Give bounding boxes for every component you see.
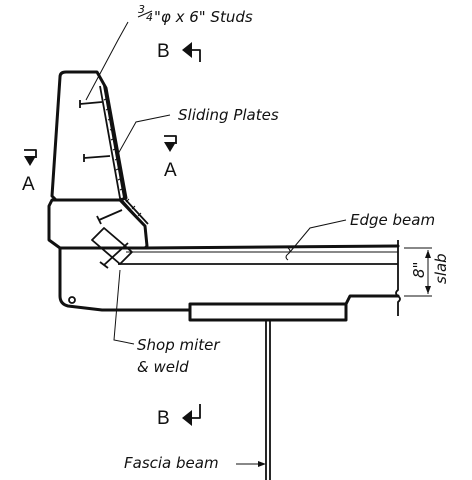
- studs-fraction-bar: [137, 10, 153, 18]
- fascia-beam-web: [265, 320, 271, 480]
- barrier-parapet-outline: [50, 70, 128, 202]
- deck-slab-outline: [58, 246, 400, 312]
- shop-miter-label-line1: Shop miter: [137, 336, 220, 354]
- section-marker-a-right: A: [164, 135, 177, 181]
- studs: [79, 100, 129, 269]
- sliding-plates: [99, 85, 149, 247]
- leaders: [85, 21, 347, 467]
- slab-dimension: 8" slab: [404, 247, 450, 297]
- studs-label-frac-den: 4: [146, 11, 153, 24]
- sliding-plates-label: Sliding Plates: [178, 106, 279, 124]
- section-marker-b-top: B: [157, 41, 201, 62]
- slab-top-line: [143, 244, 400, 250]
- slab-dimension-value: 8": [410, 262, 428, 278]
- section-a-left-label: A: [22, 174, 35, 195]
- shop-miter-label-line2: & weld: [137, 358, 189, 376]
- drip-notch: [68, 296, 76, 304]
- studs-label-frac-num: 3: [138, 3, 145, 16]
- section-marker-a-left: A: [22, 149, 37, 195]
- section-marker-b-bottom: B: [157, 404, 201, 429]
- slab-dimension-word: slab: [432, 253, 450, 284]
- studs-label: "φ x 6" Studs: [154, 8, 253, 26]
- fascia-beam-label: Fascia beam: [124, 454, 219, 472]
- edge-beam-tick: [285, 247, 291, 261]
- edge-beam-label: Edge beam: [350, 211, 435, 229]
- fascia-beam-flange: [188, 302, 348, 322]
- section-b-bottom-label: B: [157, 408, 170, 429]
- section-a-right-label: A: [164, 160, 177, 181]
- section-b-top-label: B: [157, 41, 170, 62]
- slab-break-line: [395, 240, 401, 316]
